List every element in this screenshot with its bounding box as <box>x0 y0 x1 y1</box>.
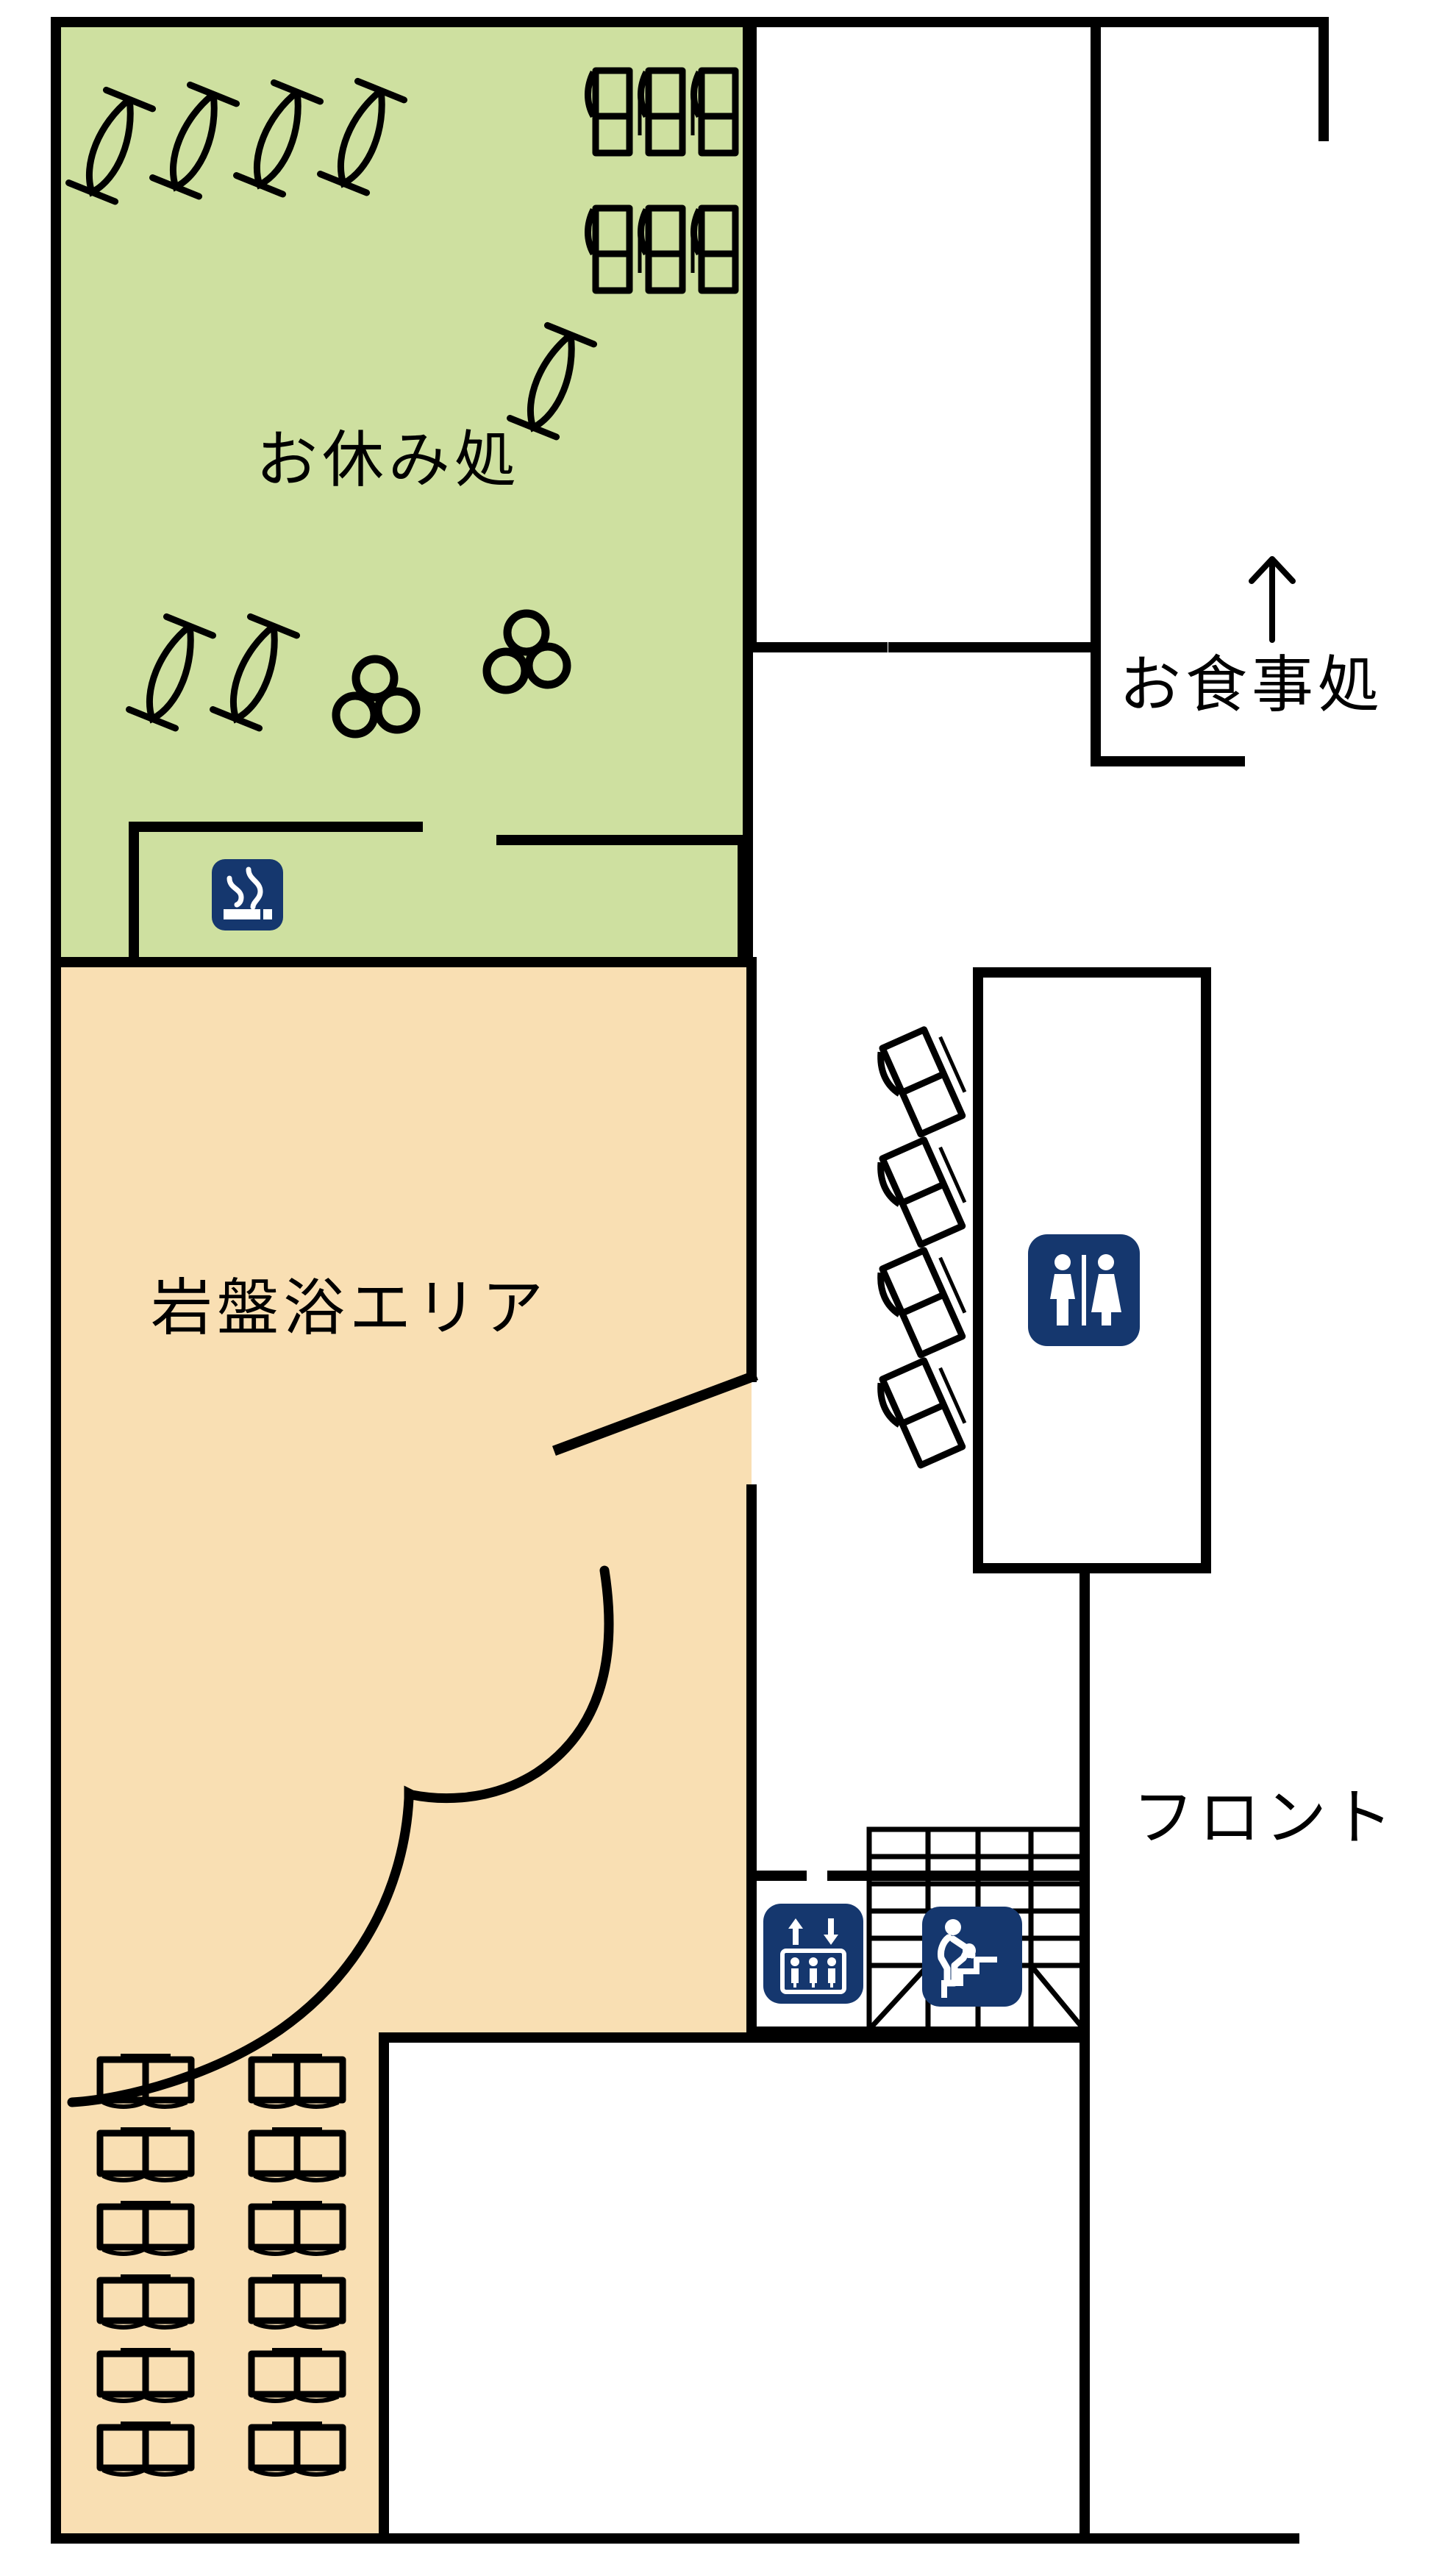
stairs-icon <box>938 1919 997 1998</box>
bath-mat-icon <box>96 2422 195 2477</box>
corridor-sofas <box>877 1026 967 1469</box>
bath-mat-icon <box>248 2201 346 2256</box>
bath-mat-icon <box>96 2348 195 2403</box>
smoking-area-partition <box>129 822 748 967</box>
bedrock-bath-fill-lower <box>60 2032 384 2538</box>
stair-landing-diagonal <box>867 1963 930 2032</box>
partition-booth-right <box>496 835 748 967</box>
bath-mat-icon <box>248 2127 346 2182</box>
recliner-icon <box>65 86 157 205</box>
bedrock-bath-fill-upper <box>60 962 752 2032</box>
room-fills <box>60 26 752 2538</box>
round-stool-clusters <box>332 609 571 739</box>
round-stool-icon <box>332 691 379 739</box>
restroom-sign[interactable] <box>1028 1234 1140 1346</box>
sofa-icon <box>877 1247 967 1359</box>
bath-mat-icon <box>96 2127 195 2182</box>
vertical-chair-icon <box>690 204 748 294</box>
recliner-icon <box>317 77 408 196</box>
dining-direction-arrow <box>1249 556 1296 643</box>
stairs-sign[interactable] <box>922 1907 1022 2007</box>
wall-bath-angled-entry <box>552 1370 759 1456</box>
sofa-icon <box>877 1026 967 1138</box>
bath-mat-icon <box>248 2422 346 2477</box>
vertical-chairs-grid <box>585 67 748 294</box>
elevator-sign[interactable] <box>763 1904 863 2004</box>
bedrock-bath-label: 岩盤浴エリア <box>151 1272 548 1344</box>
wall-restroom-block <box>973 967 1211 1573</box>
recliner-icon <box>126 613 217 732</box>
bath-curved-wall <box>67 1565 614 2107</box>
sofa-icon <box>877 1136 967 1248</box>
recliner-icon <box>149 81 240 200</box>
round-stool-icon <box>482 647 529 694</box>
recliner-icon <box>210 613 301 732</box>
round-stool-icon <box>503 609 550 656</box>
structural-walls <box>51 17 1329 2544</box>
smoking-area-sign[interactable] <box>212 859 283 930</box>
restroom-icon <box>1050 1254 1121 1326</box>
wall-dining-approach <box>1091 642 1245 766</box>
round-stool-icon <box>374 687 421 734</box>
round-stool-icon <box>524 642 571 689</box>
bath-mat-icon <box>248 2274 346 2330</box>
curved-wall-s-shape <box>67 1565 614 2107</box>
bath-mat-grid <box>96 2054 346 2477</box>
vertical-chair-icon <box>690 67 748 157</box>
dining-area-label: お食事処 <box>1119 649 1384 721</box>
stair-landing-diagonal <box>1029 1963 1086 2032</box>
round-stool-icon <box>351 655 399 702</box>
bath-mat-icon <box>96 2201 195 2256</box>
bath-mat-icon <box>96 2054 195 2109</box>
elevator-icon <box>780 1918 846 1994</box>
sofa-icon <box>877 1357 967 1469</box>
recliner-icon <box>233 79 324 198</box>
bath-mat-icon <box>248 2054 346 2109</box>
reclining-chairs-lower-row <box>126 613 301 732</box>
reclining-chair-mid <box>507 321 598 441</box>
bath-mat-icon <box>96 2274 195 2330</box>
recliner-icon <box>507 321 598 441</box>
rest-area-label: お休み処 <box>256 424 521 496</box>
arrow-up-icon <box>1249 556 1296 643</box>
reclining-chairs-top-row <box>65 77 408 205</box>
elevator-sign-plate <box>763 1904 863 2004</box>
front-desk-label: フロント <box>1132 1782 1397 1854</box>
smoking-icon <box>224 867 272 919</box>
bath-mat-icon <box>248 2348 346 2403</box>
